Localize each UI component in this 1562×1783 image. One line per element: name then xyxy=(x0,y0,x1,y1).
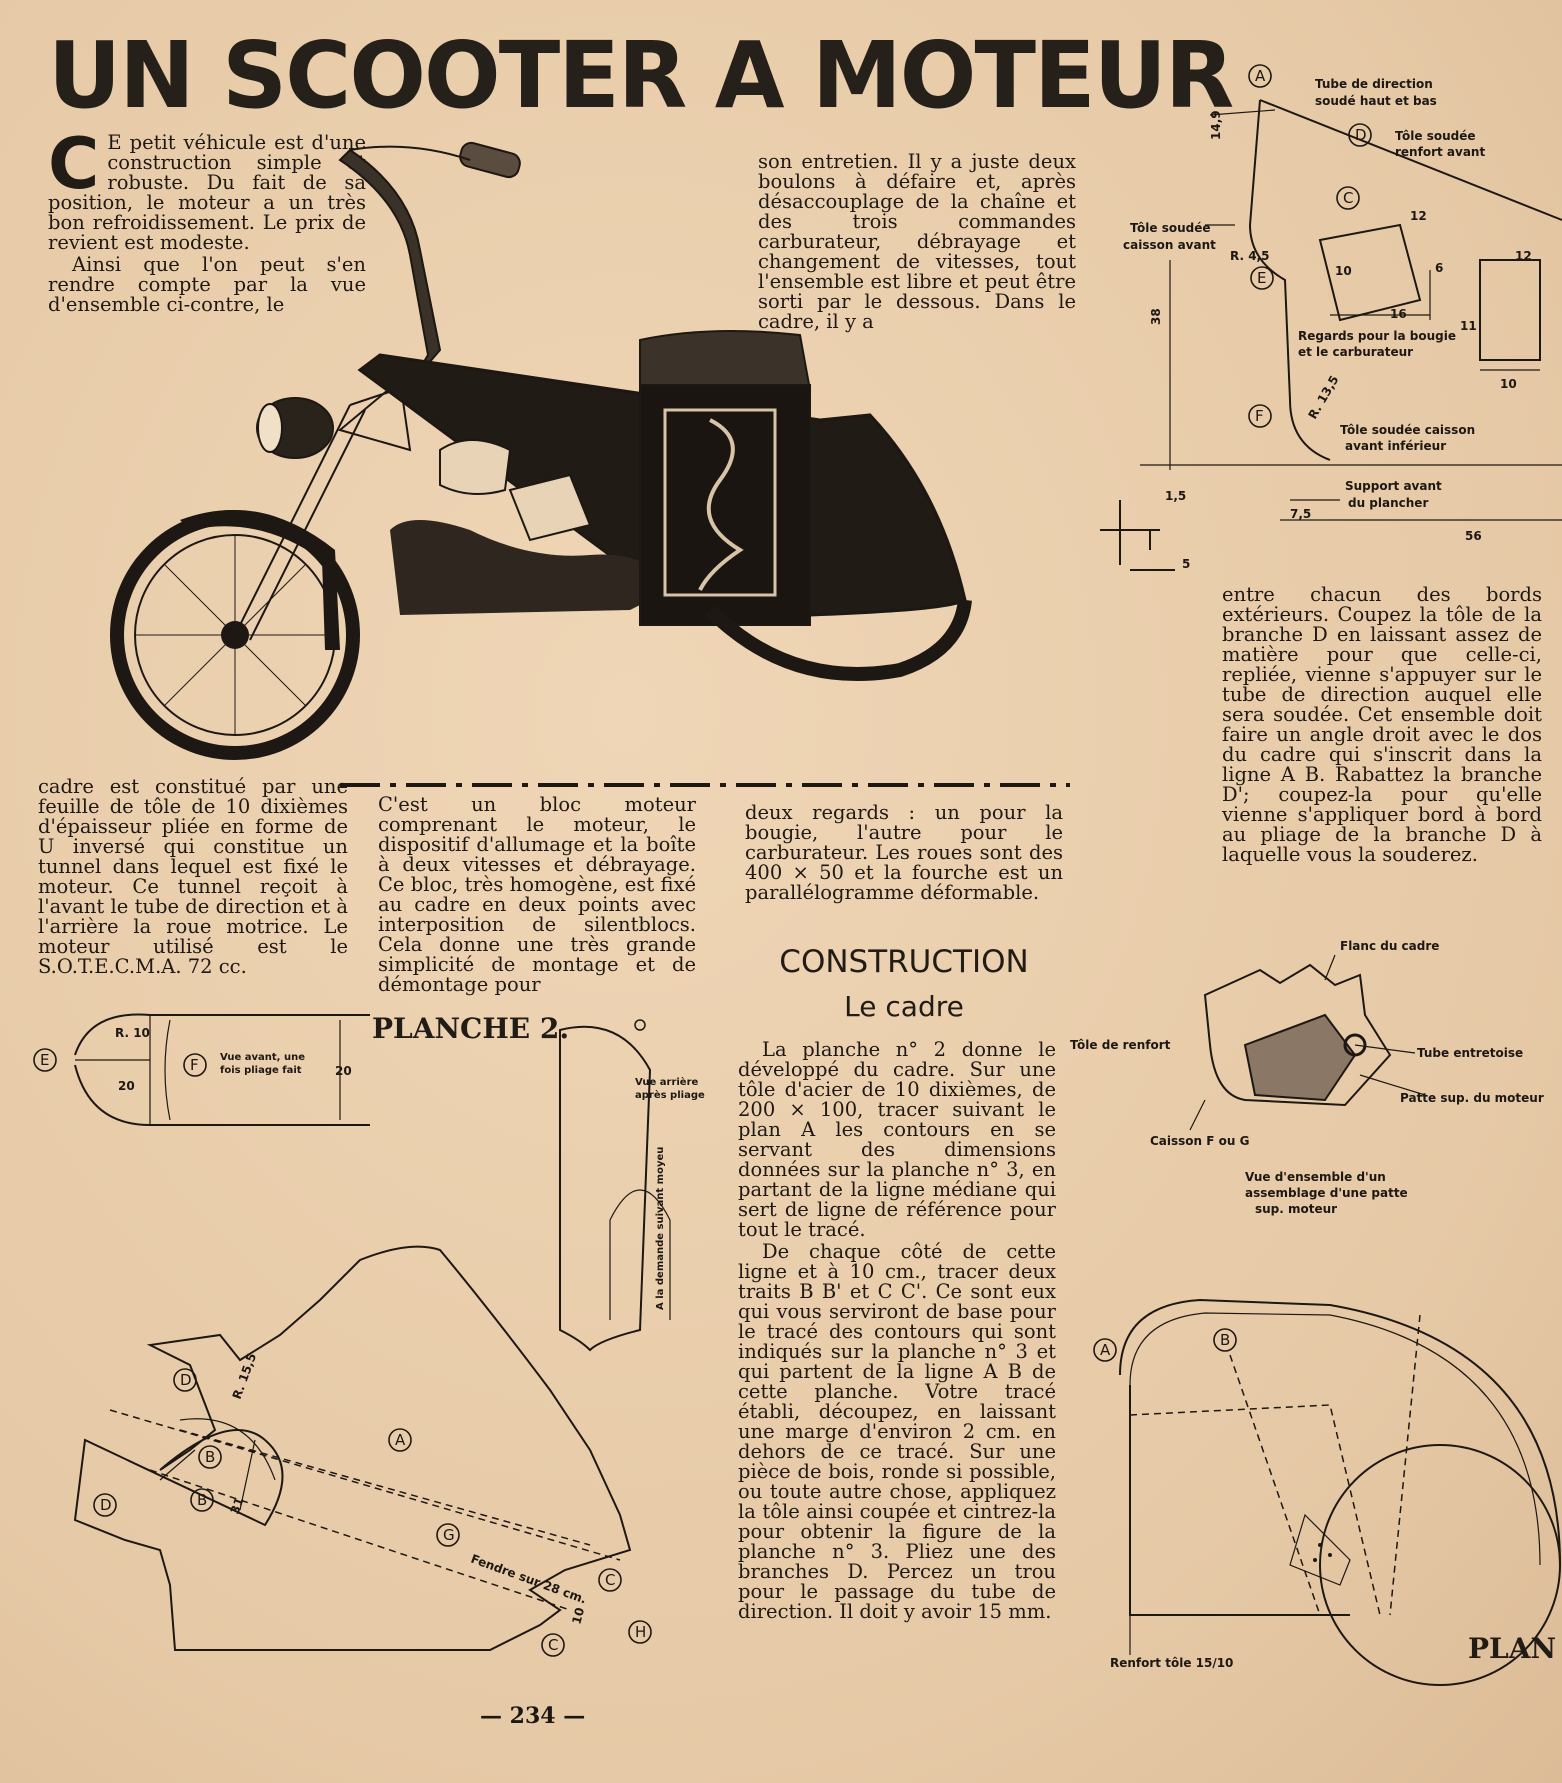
frame-subheading: Le cadre xyxy=(844,990,964,1023)
svg-text:C: C xyxy=(1343,189,1353,207)
svg-text:Tube entretoise: Tube entretoise xyxy=(1417,1046,1523,1060)
svg-text:Regards pour la bougie: Regards pour la bougie xyxy=(1298,329,1456,343)
svg-text:A: A xyxy=(1255,67,1266,85)
svg-text:Caisson F ou G: Caisson F ou G xyxy=(1150,1134,1249,1148)
svg-text:Tube de direction: Tube de direction xyxy=(1315,77,1433,91)
construction-paragraph-1: La planche n° 2 donne le développé du ca… xyxy=(738,1038,1056,1241)
motor-bracket-drawing: Flanc du cadre Tôle de renfort Tube entr… xyxy=(1070,939,1544,1216)
drop-cap: C xyxy=(48,123,100,205)
svg-text:Tôle de renfort: Tôle de renfort xyxy=(1070,1038,1171,1052)
front-frame-drawing: Tube de direction soudé haut et bas Tôle… xyxy=(1100,64,1562,571)
svg-text:D: D xyxy=(100,1496,112,1514)
svg-text:Tôle soudée: Tôle soudée xyxy=(1130,221,1211,235)
svg-text:fois pliage fait: fois pliage fait xyxy=(220,1065,302,1076)
svg-text:F: F xyxy=(1255,407,1264,425)
svg-text:Tôle soudée caisson: Tôle soudée caisson xyxy=(1340,423,1475,437)
svg-text:Vue avant, une: Vue avant, une xyxy=(220,1052,305,1063)
svg-text:après pliage: après pliage xyxy=(635,1089,705,1101)
maintenance-column: son entretien. Il y a juste deux boulons… xyxy=(758,152,1076,332)
planche-3-label: PLAN xyxy=(1468,1632,1557,1665)
scooter-illustration xyxy=(110,141,1070,787)
svg-text:sup. moteur: sup. moteur xyxy=(1255,1202,1337,1216)
drawing-markers: A D C E F xyxy=(1248,64,1372,428)
svg-text:G: G xyxy=(443,1526,455,1544)
svg-text:56: 56 xyxy=(1465,529,1482,543)
svg-text:38: 38 xyxy=(1149,308,1163,325)
svg-text:10: 10 xyxy=(1335,264,1352,278)
svg-text:soudé haut et bas: soudé haut et bas xyxy=(1315,94,1437,108)
svg-text:C: C xyxy=(548,1636,558,1654)
svg-text:avant inférieur: avant inférieur xyxy=(1345,439,1446,453)
svg-text:6: 6 xyxy=(1435,261,1443,275)
maintenance-paragraph: son entretien. Il y a juste deux boulons… xyxy=(758,150,1076,333)
svg-text:A: A xyxy=(395,1431,406,1449)
svg-text:caisson avant: caisson avant xyxy=(1123,238,1216,252)
frame-column: cadre est constitué par une feuille de t… xyxy=(38,777,348,977)
svg-text:1,5: 1,5 xyxy=(1165,489,1186,503)
page-number: — 234 — xyxy=(480,1703,586,1729)
svg-text:D: D xyxy=(1355,126,1367,144)
svg-text:B: B xyxy=(205,1448,215,1466)
svg-text:renfort avant: renfort avant xyxy=(1395,145,1485,159)
svg-text:R. 10: R. 10 xyxy=(115,1026,150,1040)
svg-text:C: C xyxy=(605,1571,615,1589)
svg-text:E: E xyxy=(40,1051,49,1069)
svg-text:7,5: 7,5 xyxy=(1290,507,1311,521)
svg-text:du plancher: du plancher xyxy=(1348,496,1428,510)
svg-text:Patte sup. du moteur: Patte sup. du moteur xyxy=(1400,1091,1544,1105)
svg-text:A: A xyxy=(1100,1341,1111,1359)
openings-paragraph: deux regards : un pour la bougie, l'autr… xyxy=(745,801,1063,904)
svg-text:et le carburateur: et le carburateur xyxy=(1298,345,1413,359)
construction-heading: CONSTRUCTION xyxy=(779,944,1029,980)
svg-text:Vue d'ensemble d'un: Vue d'ensemble d'un xyxy=(1245,1170,1386,1184)
svg-text:B: B xyxy=(1220,1331,1230,1349)
construction-paragraph-2: De chaque côté de cette ligne et à 10 cm… xyxy=(738,1240,1056,1623)
rear-frame-drawing: A B Renfort tôle 15/10 xyxy=(1093,1298,1561,1686)
svg-text:H: H xyxy=(635,1623,646,1641)
svg-text:31: 31 xyxy=(228,1496,247,1516)
svg-text:12: 12 xyxy=(1515,249,1532,263)
svg-text:14,9: 14,9 xyxy=(1209,110,1223,140)
svg-text:B: B xyxy=(197,1491,207,1509)
engine-paragraph: C'est un bloc moteur comprenant le moteu… xyxy=(378,793,696,996)
svg-text:Vue arrière: Vue arrière xyxy=(635,1076,699,1088)
engine-column: C'est un bloc moteur comprenant le moteu… xyxy=(378,795,696,995)
svg-text:D: D xyxy=(180,1371,192,1389)
drawing-labels: Tube de direction soudé haut et bas Tôle… xyxy=(1123,77,1532,571)
svg-text:Support avant: Support avant xyxy=(1345,479,1442,493)
svg-text:Fendre sur 28 cm.: Fendre sur 28 cm. xyxy=(469,1552,588,1607)
right-paragraph: entre chacun des bords extérieurs. Coupe… xyxy=(1222,583,1542,866)
svg-text:5: 5 xyxy=(1182,557,1190,571)
svg-text:20: 20 xyxy=(335,1064,352,1078)
svg-text:R. 13,5: R. 13,5 xyxy=(1305,373,1341,421)
article-title: UN SCOOTER A MOTEUR xyxy=(48,22,1234,129)
svg-text:F: F xyxy=(190,1056,199,1074)
svg-text:A la demande suivant moyeu: A la demande suivant moyeu xyxy=(655,1147,666,1310)
svg-text:Flanc du cadre: Flanc du cadre xyxy=(1340,939,1439,953)
planche-2-drawing: E F Vue avant, une fois pliage fait R. 1… xyxy=(33,1013,705,1657)
svg-text:11: 11 xyxy=(1460,319,1477,333)
svg-text:R. 4,5: R. 4,5 xyxy=(1230,249,1269,263)
svg-text:16: 16 xyxy=(1390,307,1407,321)
planche-2-label: PLANCHE 2. xyxy=(372,1012,570,1045)
svg-text:10: 10 xyxy=(569,1606,587,1626)
svg-text:R. 15,5: R. 15,5 xyxy=(230,1351,260,1401)
right-column: entre chacun des bords extérieurs. Coupe… xyxy=(1222,585,1542,865)
intro-paragraph-2: Ainsi que l'on peut s'en rendre compte p… xyxy=(48,253,366,316)
svg-text:Renfort tôle 15/10: Renfort tôle 15/10 xyxy=(1110,1656,1233,1670)
svg-text:E: E xyxy=(1257,269,1266,287)
svg-text:10: 10 xyxy=(1500,377,1517,391)
construction-column: La planche n° 2 donne le développé du ca… xyxy=(738,1040,1056,1622)
svg-text:12: 12 xyxy=(1410,209,1427,223)
frame-paragraph: cadre est constitué par une feuille de t… xyxy=(38,775,348,978)
svg-text:Tôle soudée: Tôle soudée xyxy=(1395,129,1476,143)
svg-text:assemblage d'une patte: assemblage d'une patte xyxy=(1245,1186,1408,1200)
svg-text:20: 20 xyxy=(118,1079,135,1093)
openings-column: deux regards : un pour la bougie, l'autr… xyxy=(745,803,1063,903)
